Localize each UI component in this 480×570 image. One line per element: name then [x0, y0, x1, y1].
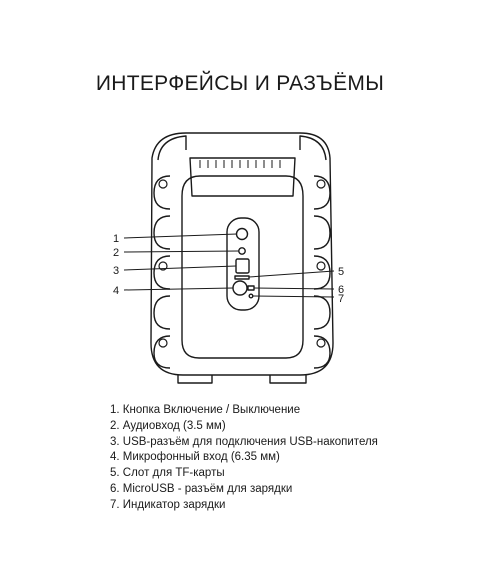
legend-item: 2. Аудиовход (3.5 мм) [110, 419, 226, 432]
callout-number: 4 [113, 285, 119, 297]
legend-item: 6. MicroUSB - разъём для зарядки [110, 482, 293, 495]
side-bumpers-left [153, 175, 171, 369]
usb-port [235, 258, 250, 274]
speaker-foot-left [177, 375, 213, 384]
aux-in-port [238, 247, 246, 255]
port-strip [226, 217, 260, 311]
legend-item: 7. Индикатор зарядки [110, 498, 226, 511]
micro-usb-port [247, 285, 255, 291]
port-legend: 1. Кнопка Включение / Выключение 2. Ауди… [110, 403, 378, 514]
callout-number: 2 [113, 247, 119, 259]
page-title: ИНТЕРФЕЙСЫ И РАЗЪЁМЫ [95, 72, 385, 95]
callout-number: 7 [338, 293, 344, 305]
rear-panel [181, 175, 304, 359]
callout-number: 6 [338, 284, 344, 296]
legend-item: 5. Слот для TF-карты [110, 467, 225, 480]
legend-item: 3. USB-разъём для подключения USB-накопи… [110, 435, 378, 448]
screws [158, 179, 326, 348]
side-bumpers-right [313, 175, 331, 369]
speaker-handle-right [299, 135, 327, 161]
legend-item: 1. Кнопка Включение / Выключение [110, 404, 301, 416]
callout-number: 3 [113, 265, 119, 277]
speaker-body-outline [150, 132, 334, 376]
grille-slots [199, 160, 281, 168]
callout-number: 5 [338, 266, 344, 278]
legend-item: 4. Микрофонный вход (6.35 мм) [110, 451, 280, 464]
speaker-handle-left [157, 135, 187, 161]
callout-lines [123, 233, 335, 298]
power-button-port [235, 227, 249, 241]
callout-number: 1 [113, 233, 119, 245]
speaker-top-grille [189, 157, 296, 197]
tf-card-slot [234, 275, 250, 280]
mic-input-port [232, 280, 248, 296]
speaker-foot-right [269, 375, 307, 384]
